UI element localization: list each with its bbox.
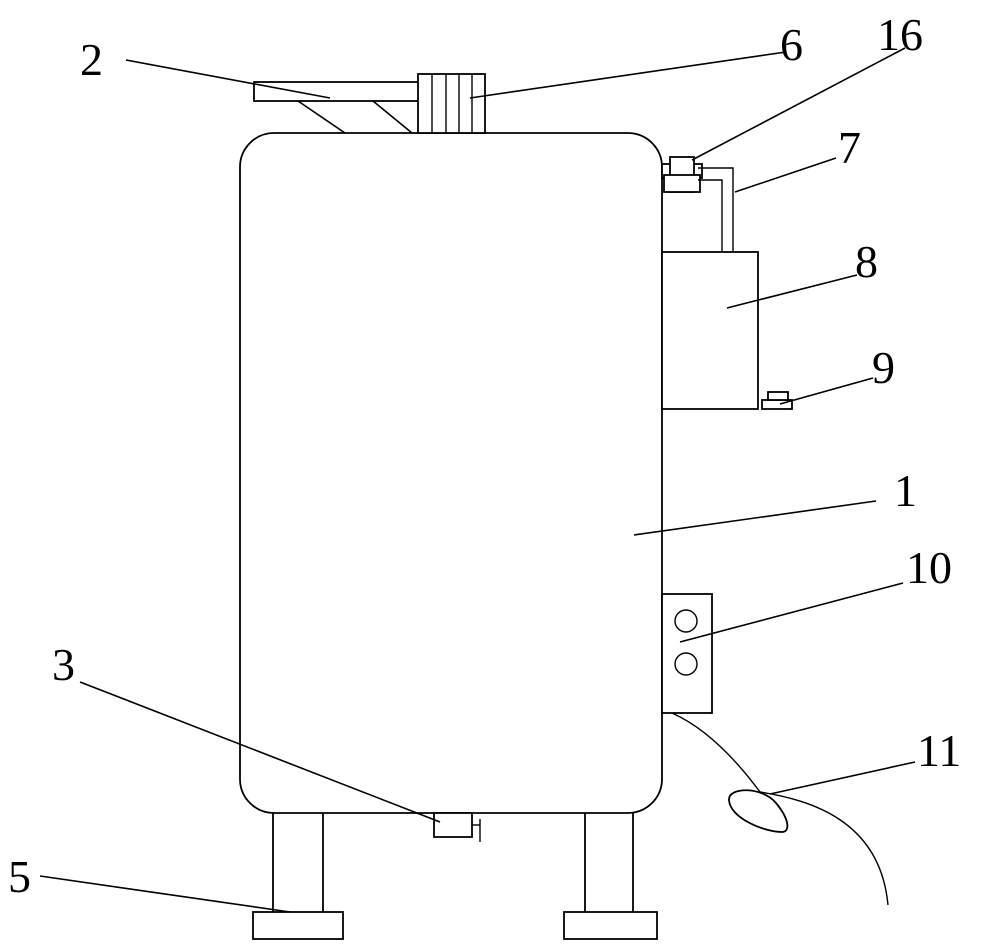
label-5: 5 [8,851,31,902]
label-11: 11 [917,725,961,776]
right-foot [563,911,658,940]
label-6: 6 [780,19,803,70]
water-box [661,251,759,410]
drain-valve [433,812,481,842]
label-7: 7 [838,122,861,173]
tank-body [239,132,663,814]
top-motor [417,73,486,134]
label-9: 9 [872,342,895,393]
label-8: 8 [855,236,878,287]
outlet-valve [761,391,793,410]
pump-16 [661,156,703,193]
lid-arm [253,81,421,134]
left-leg [272,807,324,915]
plug [728,789,789,833]
left-foot [252,911,344,940]
label-3: 3 [52,639,75,690]
leader-lines [39,47,916,913]
pipe-7 [698,167,734,252]
label-10: 10 [906,542,952,593]
part-labels: 2 6 16 7 8 9 1 10 11 3 5 [8,9,961,902]
control-panel [661,593,713,714]
label-2: 2 [80,34,103,85]
label-1: 1 [894,465,917,516]
power-cord [671,712,889,906]
right-leg [584,807,634,915]
label-16: 16 [877,9,923,60]
